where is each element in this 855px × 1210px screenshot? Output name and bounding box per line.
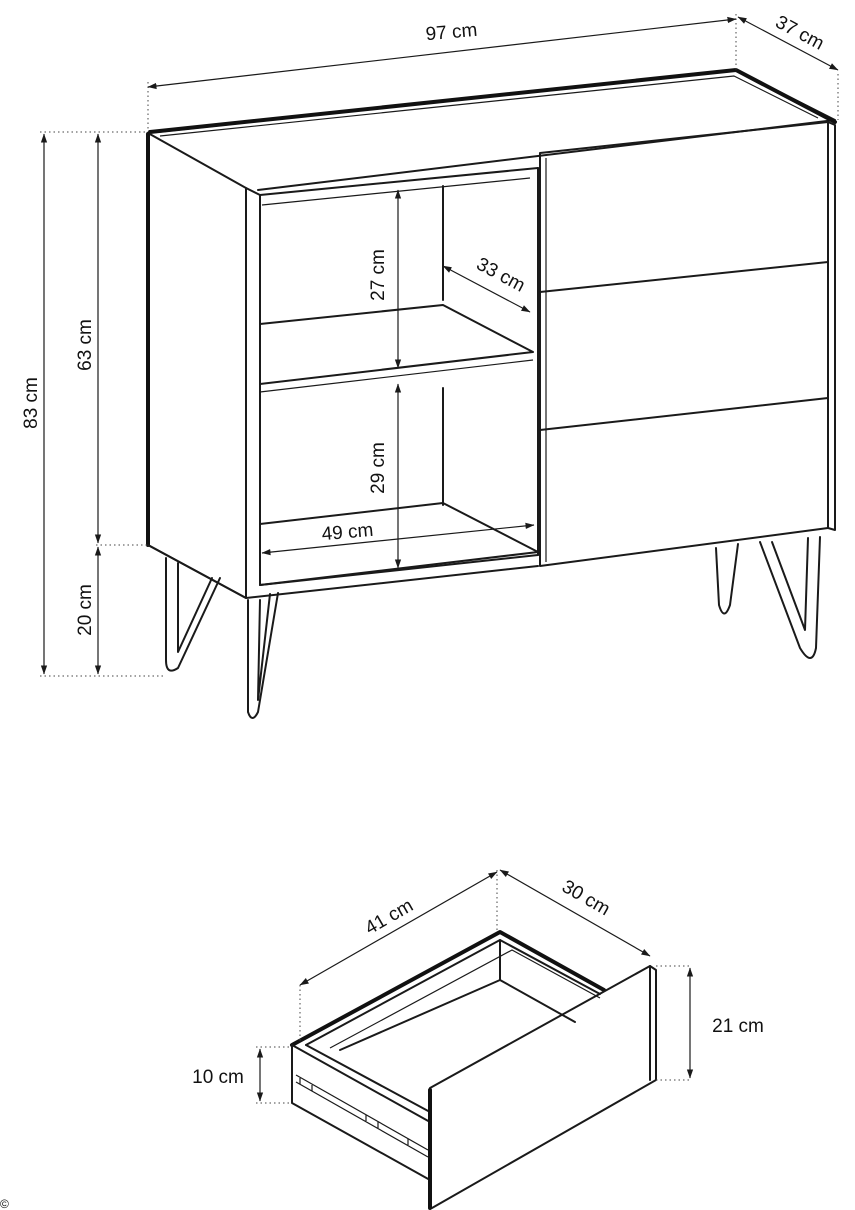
dim-line-inner-width [261, 522, 535, 556]
label-upper-shelf-height: 27 cm [368, 249, 389, 301]
dim-line-depth [737, 16, 839, 71]
label-total-height: 83 cm [21, 377, 42, 429]
dim-line-shelf-depth [442, 265, 531, 313]
sideboard-left-side [146, 132, 261, 599]
dim-line-drawer-width [299, 871, 498, 986]
drawer-dimension-lines [256, 869, 694, 1102]
sideboard-drawer-fronts [539, 121, 836, 567]
label-drawer-depth: 30 cm [558, 876, 613, 920]
label-depth: 37 cm [772, 12, 828, 55]
sideboard-dimension-lines [40, 16, 839, 675]
label-leg-height: 20 cm [75, 584, 96, 636]
drawer-front-panel [428, 965, 657, 1210]
dim-line-drawer-depth [499, 869, 651, 957]
label-drawer-front-height: 21 cm [712, 1016, 764, 1037]
sideboard-bottom-edge [147, 544, 539, 599]
label-inner-width: 49 cm [321, 520, 374, 545]
corner-mark: © [0, 1197, 9, 1210]
sideboard-legs [165, 536, 821, 719]
drawer-box [290, 930, 606, 1181]
label-lower-shelf-height: 29 cm [368, 442, 389, 494]
label-drawer-width: 41 cm [362, 895, 417, 939]
drawer-drawing: 41 cm 30 cm 21 cm 10 cm [192, 869, 764, 1210]
dim-line-width [147, 16, 737, 90]
sideboard-drawing: 97 cm 37 cm 83 cm 63 cm 20 cm 27 cm 29 c… [21, 12, 839, 719]
sideboard-open-compartment [259, 167, 539, 586]
label-body-height: 63 cm [75, 319, 96, 371]
label-width: 97 cm [425, 20, 478, 45]
label-shelf-depth: 33 cm [473, 254, 529, 297]
label-drawer-side-height: 10 cm [192, 1067, 244, 1088]
drawer-extension-lines [256, 870, 692, 1104]
